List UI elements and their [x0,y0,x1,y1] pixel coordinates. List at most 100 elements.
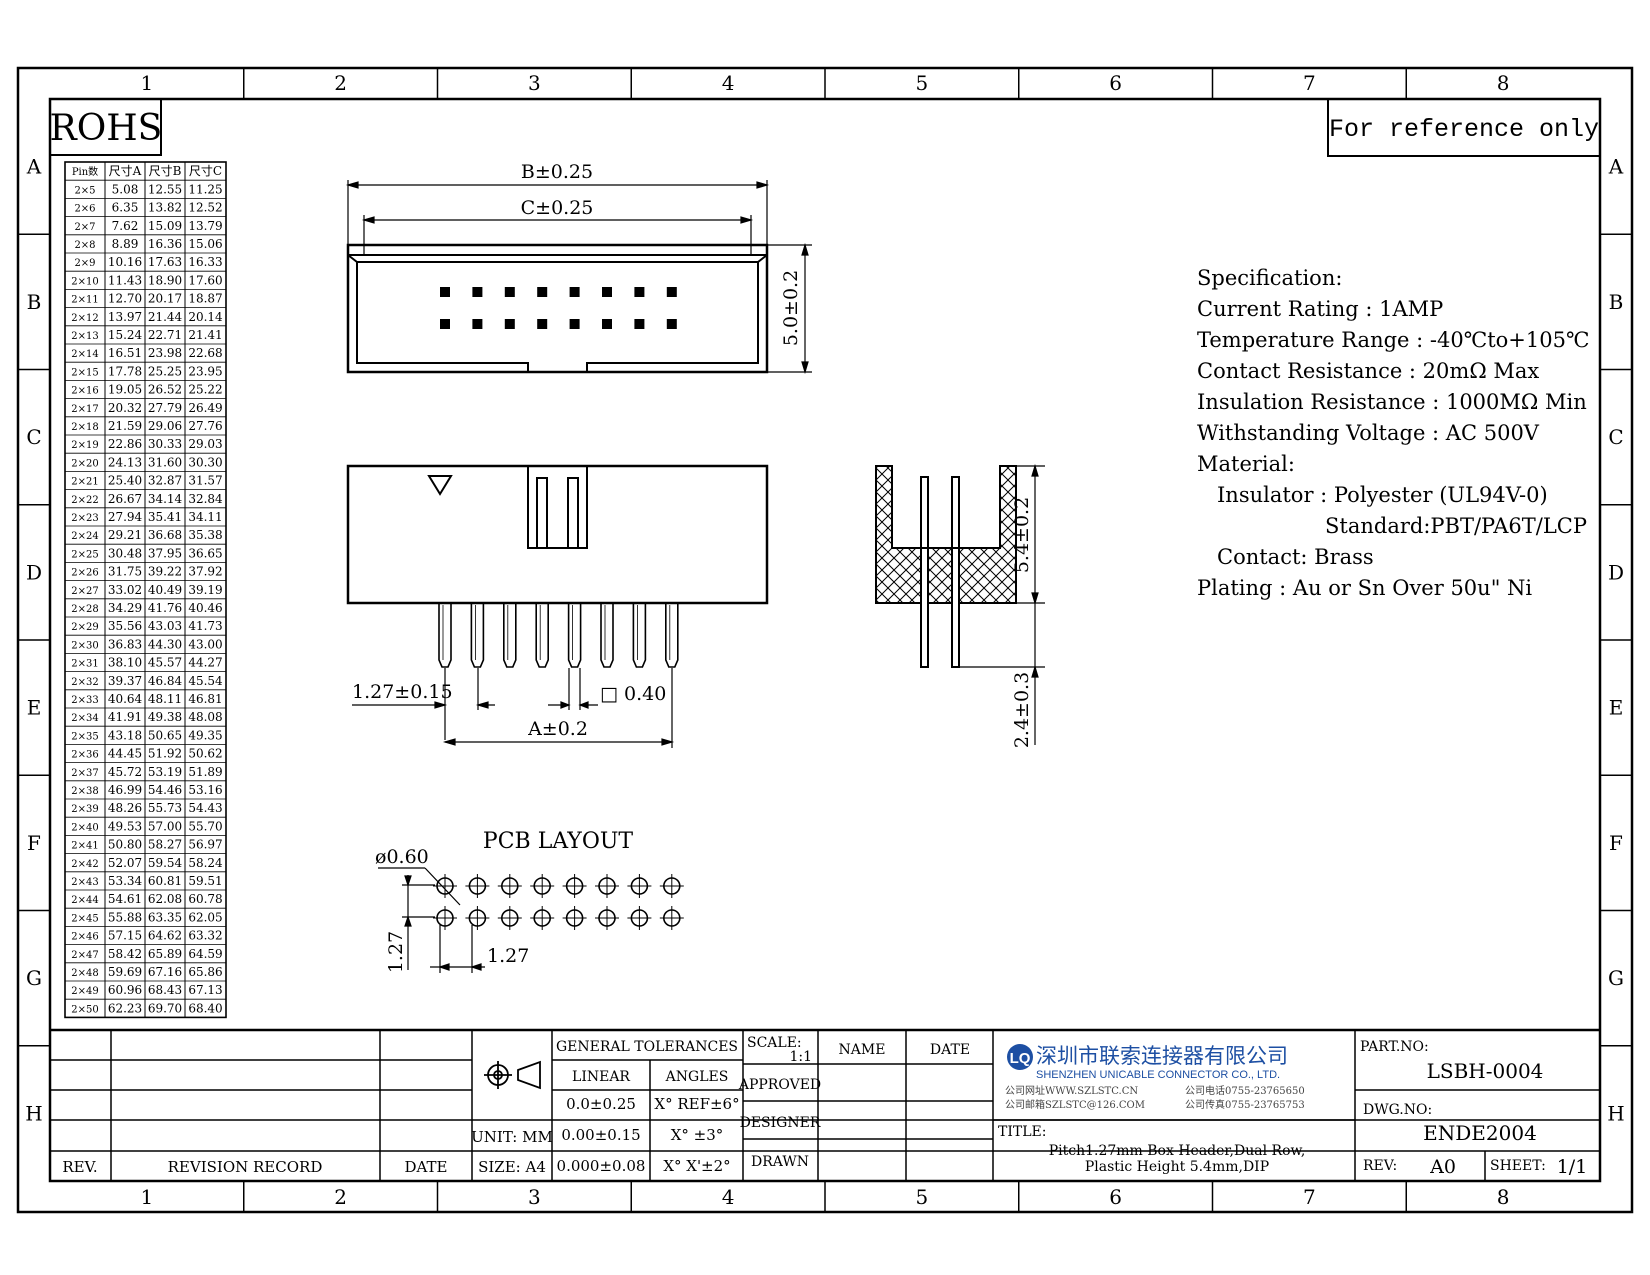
table-cell: 33.02 [108,583,142,597]
spec-line: Contact Resistance : 20mΩ Max [1197,359,1539,383]
table-cell: 40.64 [108,692,143,706]
rev-value: A0 [1429,1156,1456,1178]
table-cell: 55.88 [108,910,142,924]
table-cell: 2×36 [71,750,98,761]
table-cell: 15.06 [188,237,222,251]
table-cell: 23.95 [188,364,222,378]
approved-label: APPROVED [738,1077,821,1093]
table-cell: 64.62 [148,929,182,943]
table-cell: 63.35 [148,910,182,924]
table-cell: 2×48 [71,968,98,979]
pin-tail [632,603,647,668]
pcb-hole [627,874,652,898]
table-cell: 2×43 [71,877,98,888]
tolerance-angle-value: X° REF±6° [654,1095,739,1113]
table-cell: 2×19 [71,440,98,451]
table-cell: 59.54 [148,856,183,870]
row-label: F [1609,831,1623,855]
table-cell: 26.49 [188,401,222,415]
row-label: D [1608,560,1624,584]
table-cell: 25.40 [108,474,142,488]
reference-note: For reference only [1329,115,1599,144]
table-cell: 60.81 [148,874,182,888]
table-cell: 35.41 [148,510,182,524]
table-cell: 38.10 [108,656,142,670]
dim-pcb-pitch-v-label: 1.27 [385,931,407,973]
pin-square [569,319,580,329]
pcb-hole [627,906,652,930]
table-cell: 43.00 [188,637,222,651]
table-cell: 2×21 [71,477,98,488]
rev-header: REV. [62,1158,97,1176]
table-cell: 49.53 [108,819,142,833]
dim-pin-size-label: □ 0.40 [600,683,666,705]
table-cell: 2×37 [71,768,98,779]
company-logo-icon: LQ [1007,1044,1033,1070]
table-cell: 25.22 [188,383,222,397]
table-cell: 68.40 [188,1001,222,1015]
company-fax: 公司传真0755-23765753 [1185,1098,1305,1111]
pin-tail [470,603,485,668]
table-cell: 2×25 [71,549,98,560]
table-cell: 58.24 [188,856,223,870]
rohs-label: ROHS [50,108,163,149]
table-cell: 43.03 [148,619,182,633]
spec-line: Temperature Range : -40℃to+105℃ [1197,328,1589,352]
row-label: A [26,155,42,179]
table-cell: 50.80 [108,838,142,852]
name-header: NAME [839,1042,886,1058]
spec-line: Current Rating : 1AMP [1197,297,1443,321]
top-view [346,243,769,374]
pin-tail [600,603,614,668]
drawn-label: DRAWN [751,1154,809,1170]
spec-line: Specification: [1197,266,1342,290]
inner-border [48,97,1602,1183]
table-cell: 17.78 [108,364,142,378]
table-cell: 52.07 [108,856,142,870]
table-cell: 26.67 [108,492,142,506]
table-cell: 22.86 [108,437,142,451]
row-label: E [27,696,42,720]
table-cell: 13.97 [108,310,142,324]
column-label: 4 [722,1185,735,1209]
table-cell: 54.46 [148,783,182,797]
pin-tail [535,603,549,668]
table-cell: 2×46 [71,932,98,943]
spec-line: Plating : Au or Sn Over 50u" Ni [1197,576,1532,600]
pcb-layout-title: PCB LAYOUT [483,829,634,854]
rohs-box [49,98,162,156]
row-label: G [1608,966,1624,990]
spec-line: Insulator : Polyester (UL94V-0) [1217,483,1548,507]
column-label: 5 [916,1185,929,1209]
designer-label: DESIGNER [740,1115,821,1131]
table-cell: 2×11 [71,295,98,306]
table-cell: 2×34 [71,713,98,724]
table-cell: 65.86 [188,965,222,979]
pin-square [504,319,515,329]
tolerances-linear: LINEAR [572,1069,630,1085]
table-cell: 46.81 [188,692,222,706]
table-cell: 37.92 [188,565,222,579]
table-cell: 5.08 [112,182,139,196]
pin-square [634,319,645,329]
table-cell: 20.32 [108,401,142,415]
pcb-hole [433,906,457,930]
table-cell: 2×29 [71,622,98,633]
unit-label: UNIT: MM [471,1128,553,1146]
table-cell: 18.87 [188,292,222,306]
table-cell: 43.18 [108,728,142,742]
company-web: 公司网址WWW.SZLSTC.CN [1005,1084,1138,1097]
pin-square [504,287,515,297]
table-cell: 2×26 [71,568,98,579]
table-cell: 30.33 [148,437,182,451]
table-cell: 39.19 [188,583,222,597]
dim-a-label: A±0.2 [527,718,588,740]
row-label: B [1609,290,1624,314]
dim-side-height [959,463,1045,745]
table-cell: 36.83 [108,637,142,651]
table-cell: 41.76 [148,601,182,615]
table-cell: 2×50 [71,1004,98,1015]
table-cell: 2×24 [71,531,98,542]
table-cell: 36.68 [148,528,182,542]
table-cell: 50.65 [148,728,182,742]
